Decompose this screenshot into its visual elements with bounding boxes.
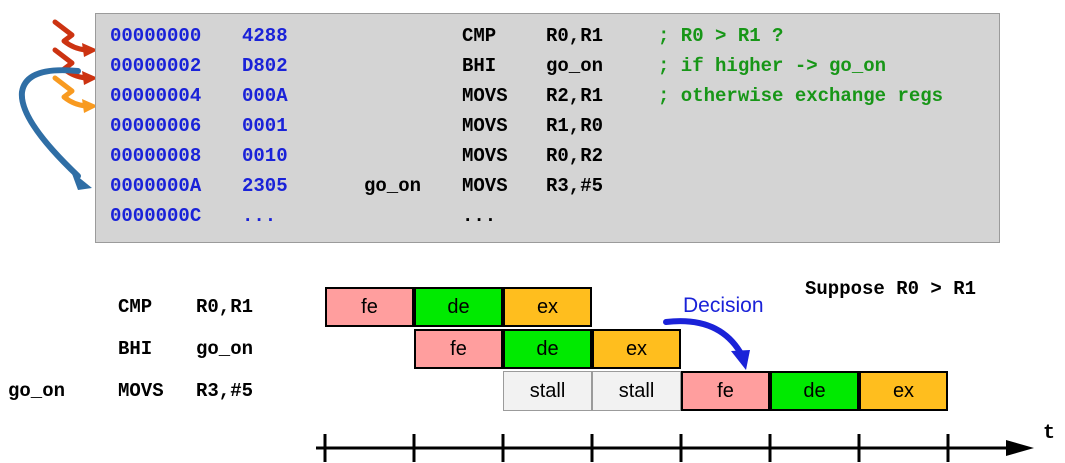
line-address: 00000008 xyxy=(110,145,202,167)
pipeline-stage-fe: fe xyxy=(414,329,503,369)
pipeline-stage-ex: ex xyxy=(503,287,592,327)
assembly-line: 00000000 4288 CMP R0,R1 ; R0 > R1 ? xyxy=(110,25,995,55)
decision-callout-label: Decision xyxy=(683,294,764,317)
pipeline-row-mnemonic: BHI xyxy=(118,338,153,360)
assembly-listing-lines: 00000000 4288 CMP R0,R1 ; R0 > R1 ? 00000002 D… xyxy=(110,25,995,235)
line-address: 00000002 xyxy=(110,55,202,77)
time-axis-svg xyxy=(316,434,1034,462)
line-mnemonic: MOVS xyxy=(462,175,508,197)
line-encoding: D802 xyxy=(242,55,288,77)
pipeline-row-mnemonic: MOVS xyxy=(118,380,164,402)
pipeline-stage-de: de xyxy=(414,287,503,327)
pipeline-stage-de: de xyxy=(770,371,859,411)
line-address: 0000000A xyxy=(110,175,202,197)
line-encoding: ... xyxy=(242,205,277,227)
assembly-listing-panel: 00000000 4288 CMP R0,R1 ; R0 > R1 ? 00000002 D… xyxy=(95,13,1000,243)
pipeline-stage-stall: stall xyxy=(592,371,681,411)
line-operands: R2,R1 xyxy=(546,85,604,107)
line-address: 0000000C xyxy=(110,205,202,227)
assembly-line: 00000006 0001 MOVS R1,R0 xyxy=(110,115,995,145)
axis-ticks xyxy=(323,434,950,462)
time-axis xyxy=(300,422,1040,463)
line-comment: ; if higher -> go_on xyxy=(658,55,887,77)
arrows-svg xyxy=(18,19,98,190)
line-operands: R3,#5 xyxy=(546,175,604,197)
line-operands: R1,R0 xyxy=(546,115,604,137)
line-encoding: 2305 xyxy=(242,175,288,197)
pipeline-stage-ex: ex xyxy=(859,371,948,411)
line-address: 00000004 xyxy=(110,85,202,107)
line-encoding: 0001 xyxy=(242,115,288,137)
line-address: 00000000 xyxy=(110,25,202,47)
decision-arrow-svg xyxy=(663,318,750,370)
assembly-line: 00000002 D802 BHI go_on ; if higher -> go_on xyxy=(110,55,995,85)
line-encoding: 4288 xyxy=(242,25,288,47)
pipeline-stage-fe: fe xyxy=(681,371,770,411)
pipeline-stage-de: de xyxy=(503,329,592,369)
assumption-note: Suppose R0 > R1 xyxy=(805,278,977,300)
line-operands: R0,R1 xyxy=(546,25,604,47)
line-encoding: 0010 xyxy=(242,145,288,167)
assembly-line: 0000000A 2305 go_on MOVS R3,#5 xyxy=(110,175,995,205)
line-mnemonic: MOVS xyxy=(462,145,508,167)
pipeline-stage-stall: stall xyxy=(503,371,592,411)
pipeline-row-operands: R3,#5 xyxy=(196,380,254,402)
assembly-line: 00000004 000A MOVS R2,R1 ; otherwise exchang… xyxy=(110,85,995,115)
pipeline-row-label xyxy=(8,287,108,327)
branch-target-arrow xyxy=(52,75,98,113)
pipeline-row-operands: R0,R1 xyxy=(196,296,254,318)
assembly-line: 0000000C...... xyxy=(110,205,995,235)
decision-flow-arrow xyxy=(660,310,790,390)
line-mnemonic: MOVS xyxy=(462,115,508,137)
time-axis-label: t xyxy=(1043,422,1056,445)
pipeline-row-mnemonic: CMP xyxy=(118,296,153,318)
line-encoding: 000A xyxy=(242,85,288,107)
line-comment: ; otherwise exchange regs xyxy=(658,85,944,107)
line-label: go_on xyxy=(364,175,422,197)
pipeline-stage-fe: fe xyxy=(325,287,414,327)
pipeline-row-label xyxy=(8,329,108,369)
flow-annotation-arrows xyxy=(16,16,126,206)
pipeline-row-label: go_on xyxy=(8,380,66,402)
line-mnemonic: MOVS xyxy=(462,85,508,107)
line-address: 00000006 xyxy=(110,115,202,137)
line-mnemonic: CMP xyxy=(462,25,497,47)
pipeline-row-operands: go_on xyxy=(196,338,254,360)
line-mnemonic: ... xyxy=(462,205,497,227)
line-operands: go_on xyxy=(546,55,604,77)
line-operands: R0,R2 xyxy=(546,145,604,167)
line-mnemonic: BHI xyxy=(462,55,497,77)
sequential-flow-arrow-1 xyxy=(52,19,98,57)
assembly-line: 00000008 0010 MOVS R0,R2 xyxy=(110,145,995,175)
taken-branch-arrow xyxy=(18,67,92,190)
pipeline-stage-ex: ex xyxy=(592,329,681,369)
line-comment: ; R0 > R1 ? xyxy=(658,25,784,47)
